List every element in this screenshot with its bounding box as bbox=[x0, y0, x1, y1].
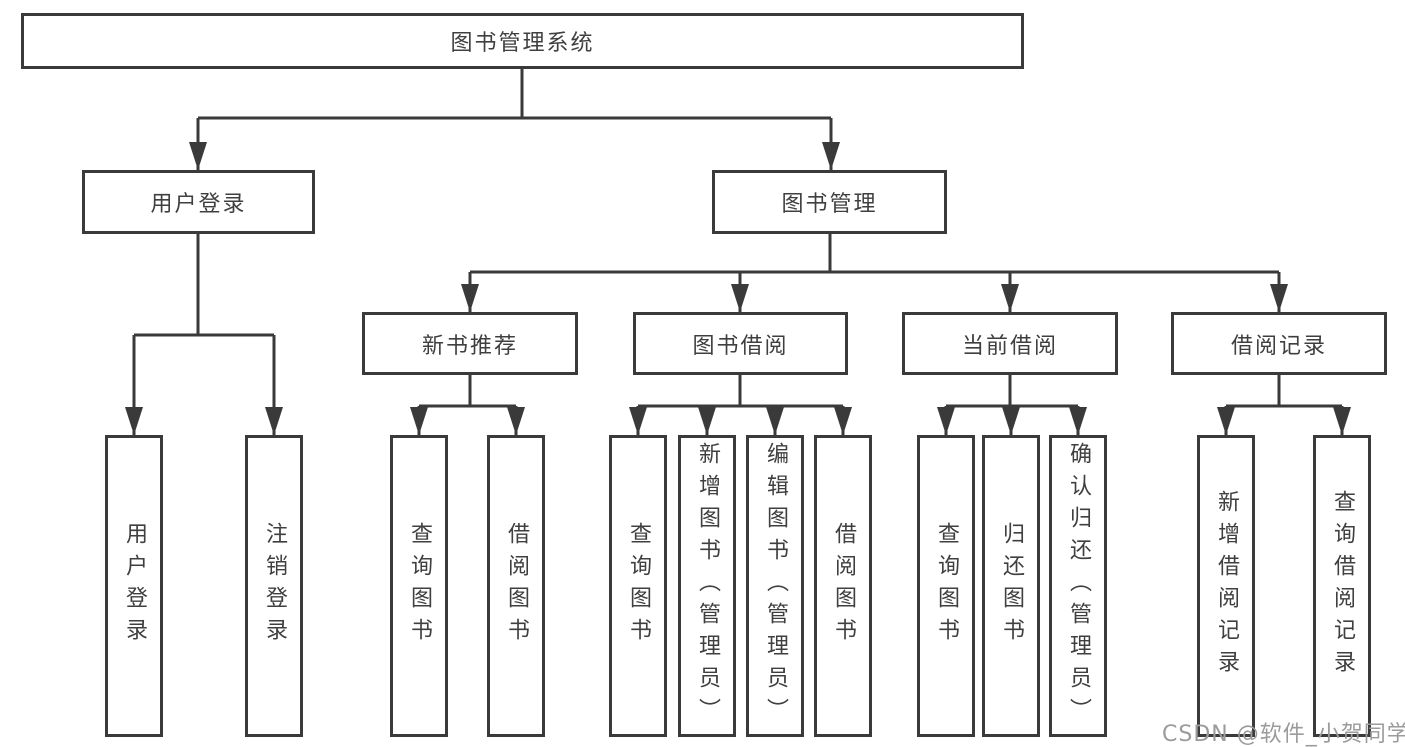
arrowhead-icon bbox=[1001, 284, 1019, 312]
leaf-label: 新增借阅记录 bbox=[1214, 490, 1239, 682]
node-label: 图书管理系统 bbox=[450, 31, 595, 56]
leaf-label: 编辑图书（管理员） bbox=[763, 442, 788, 730]
connector-paths bbox=[132, 69, 1344, 435]
leaf-logout-login: 注销登录 bbox=[245, 435, 303, 737]
leaf-label: 查询借阅记录 bbox=[1330, 490, 1355, 682]
leaf-current-query-books: 查询图书 bbox=[917, 435, 975, 737]
arrowhead-icon bbox=[834, 407, 852, 435]
leaf-records-add-borrow-record: 新增借阅记录 bbox=[1197, 435, 1255, 737]
arrowhead-icon bbox=[822, 142, 840, 170]
node-user-login: 用户登录 bbox=[82, 170, 315, 234]
leaf-label: 借阅图书 bbox=[504, 522, 529, 650]
leaf-label: 查询图书 bbox=[934, 522, 959, 650]
arrowhead-icon bbox=[1002, 407, 1020, 435]
node-label: 新书推荐 bbox=[421, 333, 518, 359]
leaf-recommend-borrow-books: 借阅图书 bbox=[487, 435, 545, 737]
leaf-label: 用户登录 bbox=[122, 522, 147, 650]
node-label: 图书借阅 bbox=[692, 333, 789, 359]
arrowhead-icon bbox=[265, 407, 283, 435]
leaf-borrow-query-books: 查询图书 bbox=[609, 435, 667, 737]
node-label: 用户登录 bbox=[150, 192, 247, 217]
watermark: CSDN @软件_小贺同学 bbox=[1162, 722, 1405, 747]
node-label: 当前借阅 bbox=[961, 333, 1058, 359]
arrowhead-icon bbox=[461, 284, 479, 312]
node-new-book-recommendation: 新书推荐 bbox=[362, 312, 578, 375]
leaf-recommend-query-books: 查询图书 bbox=[390, 435, 448, 737]
arrowhead-icon bbox=[629, 407, 647, 435]
arrowhead-icon bbox=[731, 284, 749, 312]
node-borrowing-records: 借阅记录 bbox=[1171, 312, 1387, 375]
arrowhead-icon bbox=[937, 407, 955, 435]
arrowhead-icon bbox=[189, 142, 207, 170]
leaf-label: 确认归还（管理员） bbox=[1066, 442, 1091, 730]
node-book-borrowing: 图书借阅 bbox=[633, 312, 848, 375]
leaf-label: 新增图书（管理员） bbox=[695, 442, 720, 730]
arrowhead-icon bbox=[1217, 407, 1235, 435]
arrowhead-icon bbox=[1270, 284, 1288, 312]
node-label: 借阅记录 bbox=[1230, 333, 1327, 359]
leaf-borrow-borrow-books: 借阅图书 bbox=[814, 435, 872, 737]
leaf-records-query-borrow-record: 查询借阅记录 bbox=[1313, 435, 1371, 737]
node-label: 图书管理 bbox=[781, 192, 878, 217]
leaf-label: 注销登录 bbox=[262, 522, 287, 650]
node-book-management: 图书管理 bbox=[712, 170, 947, 234]
leaf-current-confirm-return-admin: 确认归还（管理员） bbox=[1049, 435, 1107, 737]
leaf-current-return-books: 归还图书 bbox=[982, 435, 1040, 737]
node-current-borrowing: 当前借阅 bbox=[902, 312, 1118, 375]
arrowhead-icon bbox=[1333, 407, 1351, 435]
leaf-label: 归还图书 bbox=[999, 522, 1024, 650]
leaf-label: 查询图书 bbox=[407, 522, 432, 650]
leaf-borrow-add-books-admin: 新增图书（管理员） bbox=[678, 435, 736, 737]
arrowheads bbox=[125, 142, 1351, 435]
arrowhead-icon bbox=[410, 407, 428, 435]
leaf-borrow-edit-books-admin: 编辑图书（管理员） bbox=[746, 435, 804, 737]
arrowhead-icon bbox=[125, 407, 143, 435]
leaf-label: 查询图书 bbox=[626, 522, 651, 650]
arrowhead-icon bbox=[507, 407, 525, 435]
leaf-user-login: 用户登录 bbox=[105, 435, 163, 737]
node-library-management-system: 图书管理系统 bbox=[21, 13, 1024, 69]
arrowhead-icon bbox=[766, 407, 784, 435]
leaf-label: 借阅图书 bbox=[831, 522, 856, 650]
arrowhead-icon bbox=[1069, 407, 1087, 435]
arrowhead-icon bbox=[698, 407, 716, 435]
